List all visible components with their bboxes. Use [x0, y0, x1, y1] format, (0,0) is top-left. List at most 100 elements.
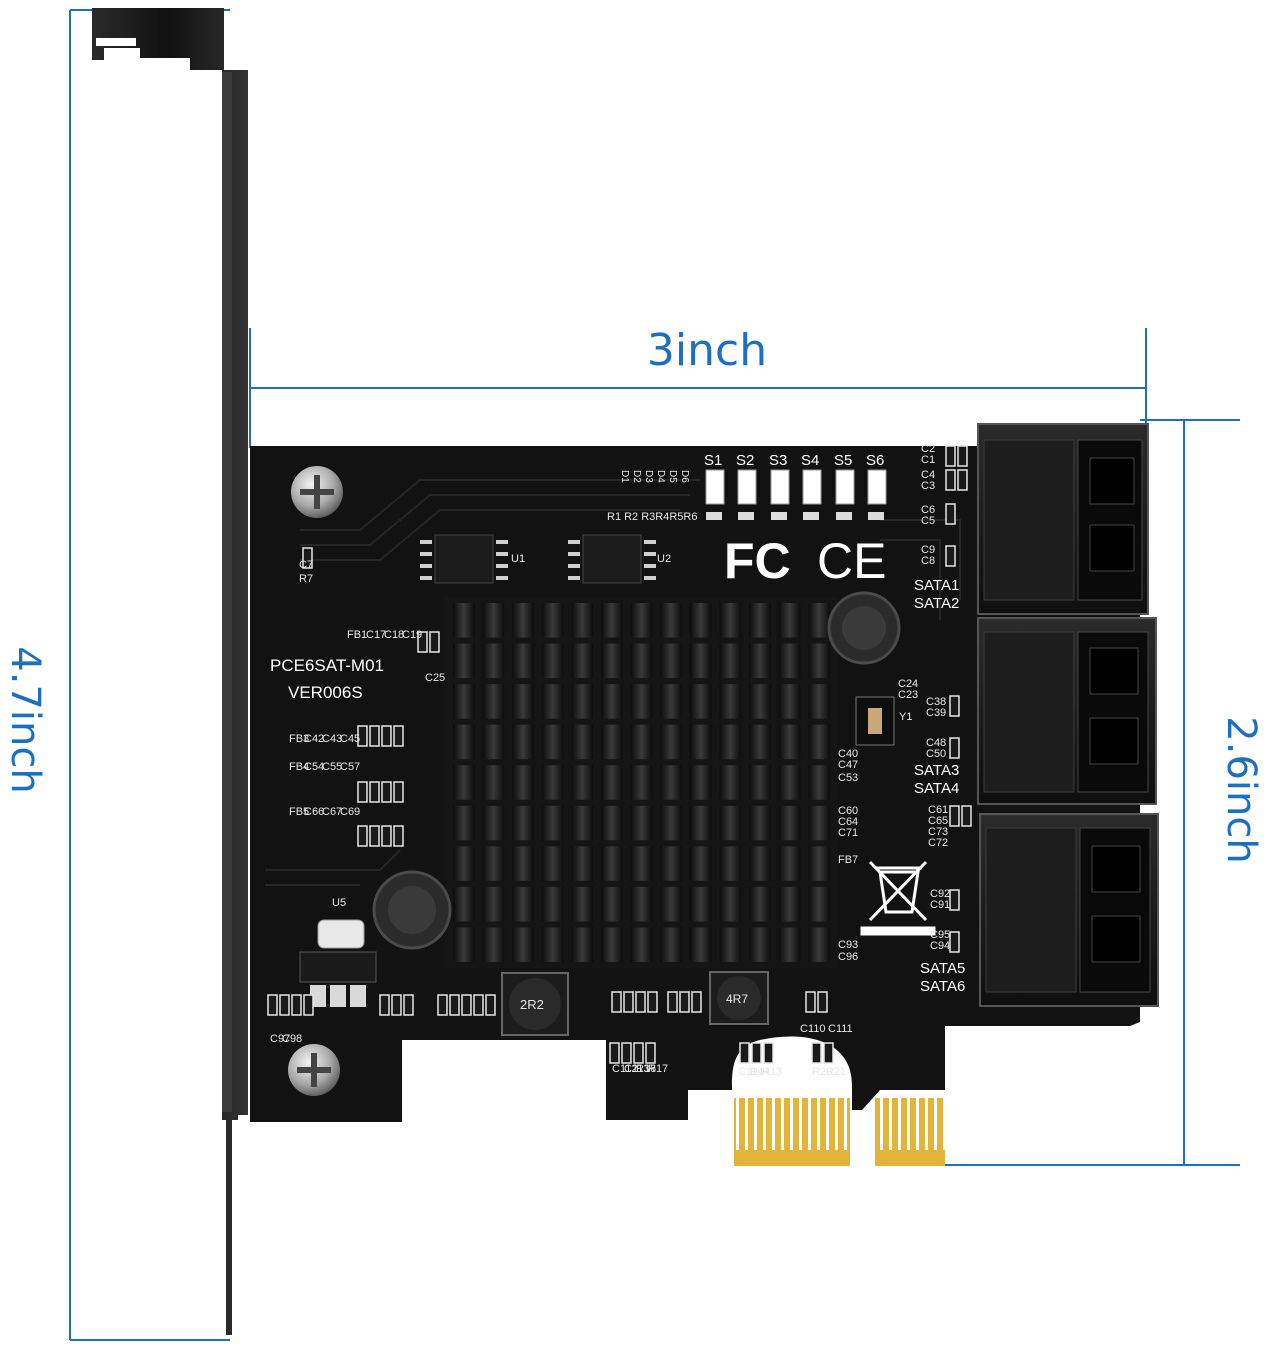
svg-text:C23: C23 — [898, 689, 918, 701]
heatsink-fin — [660, 724, 682, 760]
svg-text:C54: C54 — [304, 761, 324, 773]
heatsink-fin — [453, 724, 475, 760]
heatsink-fin — [749, 724, 771, 760]
heatsink-fin — [778, 724, 801, 760]
heatsink-fin — [601, 643, 623, 679]
svg-text:C38: C38 — [926, 696, 946, 708]
heatsink-fin — [749, 603, 771, 638]
svg-text:C97: C97 — [270, 1033, 290, 1045]
heatsink-fin — [601, 886, 623, 922]
heatsink-fin — [808, 927, 830, 962]
heatsink-fin — [541, 724, 564, 760]
heatsink-fin — [749, 805, 771, 841]
smd-capacitor — [267, 994, 278, 1016]
heatsink-fin — [453, 927, 475, 962]
heatsink-fin — [512, 927, 534, 962]
svg-text:C95: C95 — [930, 929, 950, 941]
smd-capacitor — [691, 991, 702, 1013]
svg-text:C53: C53 — [838, 772, 858, 784]
svg-text:2R2: 2R2 — [520, 997, 544, 1012]
inductor-2r2: 2R2 — [501, 972, 569, 1036]
svg-text:C43: C43 — [322, 733, 342, 745]
heatsink-fin — [719, 927, 742, 962]
heatsink-fin — [808, 643, 830, 679]
heatsink-fin — [689, 927, 712, 962]
fcc-mark: FC — [724, 533, 791, 589]
svg-text:C39: C39 — [926, 707, 946, 719]
resistor-pad — [803, 512, 819, 520]
card-height-label: 2.6inch — [1218, 716, 1264, 863]
heatsink-fin — [778, 886, 801, 922]
smd-capacitor — [679, 991, 690, 1013]
heatsink-fin — [601, 846, 623, 881]
svg-text:D1: D1 — [619, 470, 630, 483]
heatsink-fin — [749, 886, 771, 922]
heatsink-fin — [601, 684, 623, 719]
heatsink-fin — [482, 805, 505, 841]
chip-u1: U1 — [420, 534, 525, 584]
svg-text:D3: D3 — [643, 470, 654, 483]
svg-text:C40: C40 — [838, 748, 858, 760]
svg-text:C48: C48 — [926, 737, 946, 749]
heatsink-fin — [689, 603, 712, 638]
smd-capacitor — [609, 1042, 620, 1064]
pci-bracket — [92, 8, 248, 1335]
heatsink-fin — [512, 603, 534, 638]
smd-capacitor — [291, 994, 302, 1016]
heatsink-fin — [512, 724, 534, 760]
smd-capacitor — [381, 725, 392, 747]
bracket-slot — [96, 38, 136, 46]
svg-text:C19: C19 — [402, 629, 422, 641]
heatsink-fin — [749, 765, 771, 800]
heatsink-fin — [453, 684, 475, 719]
heatsink-fin — [778, 684, 801, 719]
heatsink-fin — [601, 805, 623, 841]
heatsink-fin — [660, 765, 682, 800]
svg-text:D4: D4 — [655, 470, 666, 483]
heatsink-fin — [808, 724, 830, 760]
heatsink-fins — [453, 603, 830, 962]
svg-text:FB5: FB5 — [289, 806, 309, 818]
svg-text:C55: C55 — [322, 761, 342, 773]
smd-capacitor — [945, 545, 956, 567]
smd-capacitor — [381, 825, 392, 847]
heatsink-fin — [541, 765, 564, 800]
smd-capacitor — [429, 631, 440, 653]
svg-text:C25: C25 — [425, 672, 445, 684]
svg-text:C7: C7 — [299, 559, 313, 571]
smd-capacitor — [621, 1042, 632, 1064]
smd-capacitor — [823, 1042, 834, 1064]
heatsink-fin — [571, 765, 594, 800]
heatsink-fin — [601, 603, 623, 638]
heatsink-fin — [749, 643, 771, 679]
heatsink-fin — [453, 765, 475, 800]
heatsink-fin — [630, 724, 653, 760]
svg-text:D6: D6 — [679, 470, 690, 483]
heatsink-fin — [571, 805, 594, 841]
heatsink-fin — [453, 846, 475, 881]
svg-text:C71: C71 — [838, 827, 858, 839]
svg-text:C47: C47 — [838, 759, 858, 771]
svg-text:S5: S5 — [834, 452, 852, 469]
heatsink-fin — [630, 886, 653, 922]
smd-capacitor — [279, 994, 290, 1016]
led-s2: S2 — [736, 452, 757, 505]
svg-text:R7: R7 — [299, 573, 313, 585]
smd-capacitor — [473, 994, 484, 1016]
svg-text:C110: C110 — [800, 1023, 825, 1035]
screw-top — [291, 466, 343, 518]
svg-text:S2: S2 — [736, 452, 754, 469]
heatsink-fin — [630, 846, 653, 881]
heatsink-fin — [601, 724, 623, 760]
heatsink-fin — [660, 643, 682, 679]
svg-text:U5: U5 — [332, 897, 346, 909]
heatsink-fin — [512, 765, 534, 800]
smd-capacitor — [623, 991, 634, 1013]
smd-capacitor — [811, 1042, 822, 1064]
ce-mark: CE — [817, 533, 886, 589]
heatsink-fin — [808, 684, 830, 719]
svg-text:R16: R16 — [636, 1063, 656, 1075]
heatsink-fin — [689, 643, 712, 679]
heatsink-fin — [719, 765, 742, 800]
svg-text:C72: C72 — [928, 837, 948, 849]
